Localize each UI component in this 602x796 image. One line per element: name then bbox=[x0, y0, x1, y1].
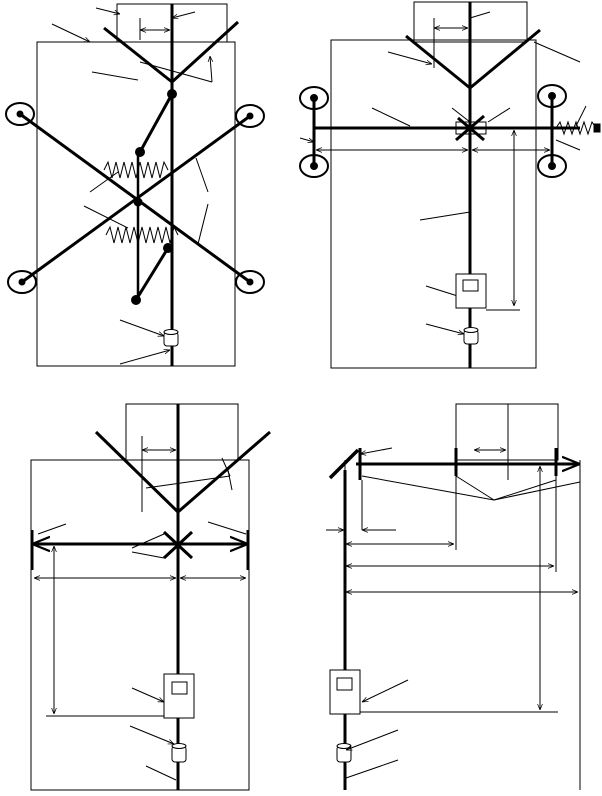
panel-b bbox=[299, 1, 601, 369]
panel-a-funnel-left bbox=[103, 26, 173, 84]
panel-d bbox=[326, 403, 581, 790]
panel-a-link-upper bbox=[138, 93, 174, 153]
panel-b-wheel-bl bbox=[299, 154, 329, 178]
panel-a-wheel-bl bbox=[7, 270, 37, 294]
panel-b-funnel-right bbox=[469, 28, 541, 90]
panel-a-link-lower bbox=[134, 247, 170, 301]
panel-a-wheel-br bbox=[235, 270, 265, 294]
panel-b-body-frame bbox=[330, 39, 537, 369]
panel-a bbox=[5, 3, 265, 367]
panel-c bbox=[30, 403, 271, 791]
panel-c-funnel-left bbox=[94, 430, 180, 514]
panel-a-wheel-tl bbox=[5, 102, 35, 126]
panel-c-component-box bbox=[163, 673, 195, 719]
panel-b-funnel-left bbox=[405, 34, 471, 90]
panel-a-body-frame bbox=[36, 41, 236, 367]
panel-a-spring-lower bbox=[105, 225, 179, 244]
panel-d-component-box bbox=[329, 669, 361, 715]
panel-a-spring-upper bbox=[103, 160, 169, 179]
panel-c-top-box bbox=[125, 403, 239, 461]
panel-b-spring bbox=[555, 120, 597, 136]
panel-b-wheel-tr bbox=[537, 84, 567, 108]
panel-d-plate bbox=[328, 448, 360, 480]
panel-d-top-box bbox=[455, 403, 559, 461]
panel-c-body-frame bbox=[30, 459, 250, 791]
panel-a-wheel-tr bbox=[235, 104, 265, 128]
panel-b-wheel-br bbox=[537, 154, 567, 178]
panel-b-wheel-tl bbox=[299, 86, 329, 110]
panel-c-funnel-right bbox=[177, 430, 271, 514]
panel-a-funnel-right bbox=[170, 20, 240, 84]
